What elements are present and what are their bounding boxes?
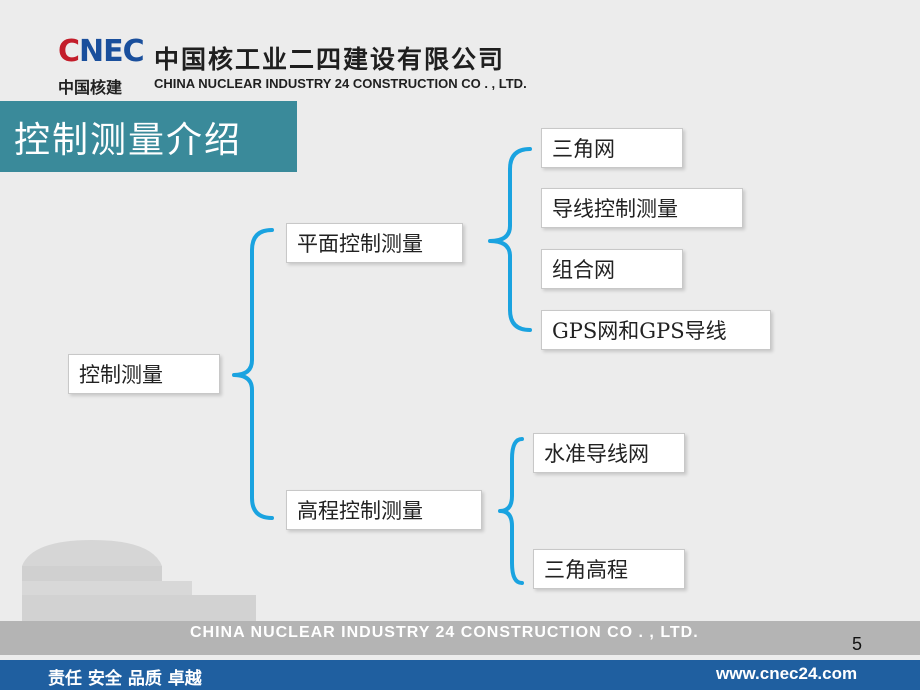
node-traverse-control: 导线控制测量	[541, 188, 743, 228]
node-combined-network: 组合网	[541, 249, 683, 289]
logo-subtitle: 中国核建	[58, 78, 123, 97]
slide-title: 控制测量介绍	[0, 101, 297, 172]
website-link[interactable]: www.cnec24.com	[716, 664, 858, 683]
bracket-height	[498, 437, 524, 585]
node-gps: GPS网和GPS导线	[541, 310, 771, 350]
bracket-root	[232, 228, 274, 520]
company-name-en: CHINA NUCLEAR INDUSTRY 24 CONSTRUCTION C…	[154, 76, 527, 91]
node-trig-height: 三角高程	[533, 549, 685, 589]
node-leveling-network: 水准导线网	[533, 433, 685, 473]
building-silhouette	[22, 540, 256, 621]
node-height-control: 高程控制测量	[286, 490, 482, 530]
node-plane-control: 平面控制测量	[286, 223, 463, 263]
footer-company-en: CHINA NUCLEAR INDUSTRY 24 CONSTRUCTION C…	[190, 624, 699, 641]
bracket-plane	[488, 147, 532, 332]
bottom-band	[0, 660, 920, 690]
cnec-logo-mark: CNEC	[58, 34, 145, 69]
company-name-cn: 中国核工业二四建设有限公司	[154, 45, 506, 74]
page-number: 5	[852, 634, 863, 654]
node-triangle-network: 三角网	[541, 128, 683, 168]
slogan: 责任 安全 品质 卓越	[48, 669, 202, 689]
node-root: 控制测量	[68, 354, 220, 394]
footer-band	[0, 621, 920, 655]
